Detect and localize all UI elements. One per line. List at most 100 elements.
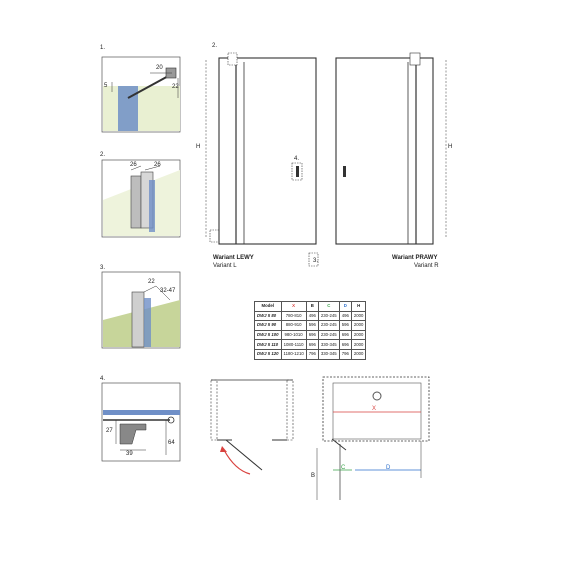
detail-3-glass: [144, 298, 151, 347]
detail-3-profile: [131, 291, 145, 348]
detail-1-label-20: 20: [156, 65, 163, 71]
cell-d: 696: [338, 329, 352, 341]
elevation-left: [205, 52, 319, 267]
detail-2: [101, 159, 181, 238]
table-row: DWJ II 120 1180-1210 796 330-345 796 200…: [254, 348, 367, 360]
cell-model: DWJ II 110: [254, 339, 282, 350]
detail-3-label-range: 32-47: [160, 288, 176, 294]
cell-h: 2000: [350, 329, 367, 341]
detail-3: [101, 271, 181, 349]
detail-4-glass: [103, 410, 180, 415]
cell-b: 796: [305, 348, 319, 360]
cell-h: 2000: [350, 348, 367, 360]
cell-c: 230-245: [317, 329, 340, 341]
cell-c: 230-245: [317, 310, 340, 322]
detail-4-label-27: 27: [106, 428, 113, 434]
detail-4-label-64: 64: [168, 440, 175, 446]
plan-c-label: C: [341, 465, 346, 471]
variant-left-title: Wariant LEWY: [213, 255, 254, 261]
cell-d: 496: [338, 310, 352, 322]
cell-b: 496: [305, 310, 319, 322]
cell-h: 2000: [350, 310, 367, 322]
dimension-table: Model X B C D H DWJ II 80 780-810 496 23…: [254, 301, 367, 360]
detail-2-profile-left: [130, 175, 142, 229]
detail-4-frame: [101, 382, 181, 462]
cell-d: 796: [338, 348, 352, 360]
detail-2-dim-b: [144, 165, 161, 171]
detail-1-label-22: 22: [172, 84, 179, 90]
cell-d: 696: [338, 339, 352, 350]
detail-1-number: 1.: [100, 45, 106, 51]
table-row: DWJ II 100 980-1010 696 230-245 696 2000: [254, 329, 367, 341]
header-h: H: [350, 301, 367, 312]
right-frame: [335, 57, 434, 245]
cell-d: 596: [338, 320, 352, 331]
left-handle-marker: [291, 162, 303, 181]
detail-3-label-22: 22: [148, 279, 155, 285]
header-c: C: [317, 301, 340, 312]
variant-right-title: Wariant PRAWY: [392, 255, 438, 261]
cell-b: 696: [305, 329, 319, 341]
cell-x: 980-1010: [280, 329, 307, 341]
cell-model: DWJ II 120: [254, 348, 282, 360]
header-b: B: [305, 301, 319, 312]
cell-c: 230-245: [317, 320, 340, 331]
plan-door: [331, 438, 347, 451]
cell-model: DWJ II 100: [254, 329, 282, 341]
right-height-label: H: [448, 144, 453, 150]
detail-2-label-26a: 26: [130, 162, 137, 168]
left-handle: [296, 166, 299, 177]
left-bottom-marker: [209, 229, 220, 243]
cell-b: 596: [305, 320, 319, 331]
cell-x: 880-910: [280, 320, 307, 331]
detail-3-number: 3.: [100, 265, 106, 271]
detail-1: [101, 56, 181, 133]
detail-2-label-26b: 26: [154, 162, 161, 168]
left-height-label: H: [196, 144, 201, 150]
cell-c: 330-345: [317, 348, 340, 360]
detail-1-label-5: 5: [104, 83, 108, 89]
swing-wall-right: [286, 379, 294, 441]
right-top-bracket: [409, 52, 421, 66]
cell-x: 1080-1110: [280, 339, 307, 350]
plan-outer: [322, 376, 430, 442]
detail-4: [101, 382, 181, 462]
cell-b: 696: [305, 339, 319, 350]
swing-wall-left: [210, 379, 218, 441]
plan-tray: [332, 382, 422, 440]
drain-icon: [372, 391, 382, 401]
cell-x: 1180-1210: [280, 348, 307, 360]
plan-d-label: D: [386, 465, 391, 471]
header-model: Model: [254, 301, 282, 312]
header-d: D: [338, 301, 352, 312]
marker-3-label: 3.: [313, 258, 319, 264]
table-row: DWJ II 80 780-810 496 230-245 496 2000: [254, 310, 367, 322]
marker-2-label: 2.: [212, 43, 218, 49]
floor-plan: [316, 376, 430, 500]
elevation-right: [335, 52, 447, 245]
table-row: DWJ II 110 1080-1110 696 330-345 696 200…: [254, 339, 367, 350]
cell-c: 330-345: [317, 339, 340, 350]
cell-h: 2000: [350, 339, 367, 350]
detail-2-dim-a: [130, 165, 142, 171]
detail-4-handle: [119, 423, 147, 445]
cell-h: 2000: [350, 320, 367, 331]
left-bottom-detail: [308, 252, 319, 267]
cell-model: DWJ II 80: [254, 310, 282, 322]
table-row: DWJ II 90 880-910 596 230-245 596 2000: [254, 320, 367, 331]
door-swing-plan: [210, 379, 294, 475]
detail-1-glass: [118, 86, 138, 131]
detail-3-dim-range: [155, 285, 171, 301]
header-x: X: [280, 301, 307, 312]
variant-left-subtitle: Variant L: [213, 263, 237, 269]
table-header-row: Model X B C D H: [254, 301, 367, 312]
right-handle: [343, 166, 346, 177]
detail-3-dim-22: [143, 285, 157, 293]
left-top-bracket: [227, 52, 238, 66]
detail-4-label-39: 39: [126, 451, 133, 457]
swing-door: [225, 439, 263, 471]
detail-2-glass: [149, 180, 155, 232]
plan-b-label: B: [311, 473, 316, 479]
detail-1-wall: [103, 86, 180, 131]
